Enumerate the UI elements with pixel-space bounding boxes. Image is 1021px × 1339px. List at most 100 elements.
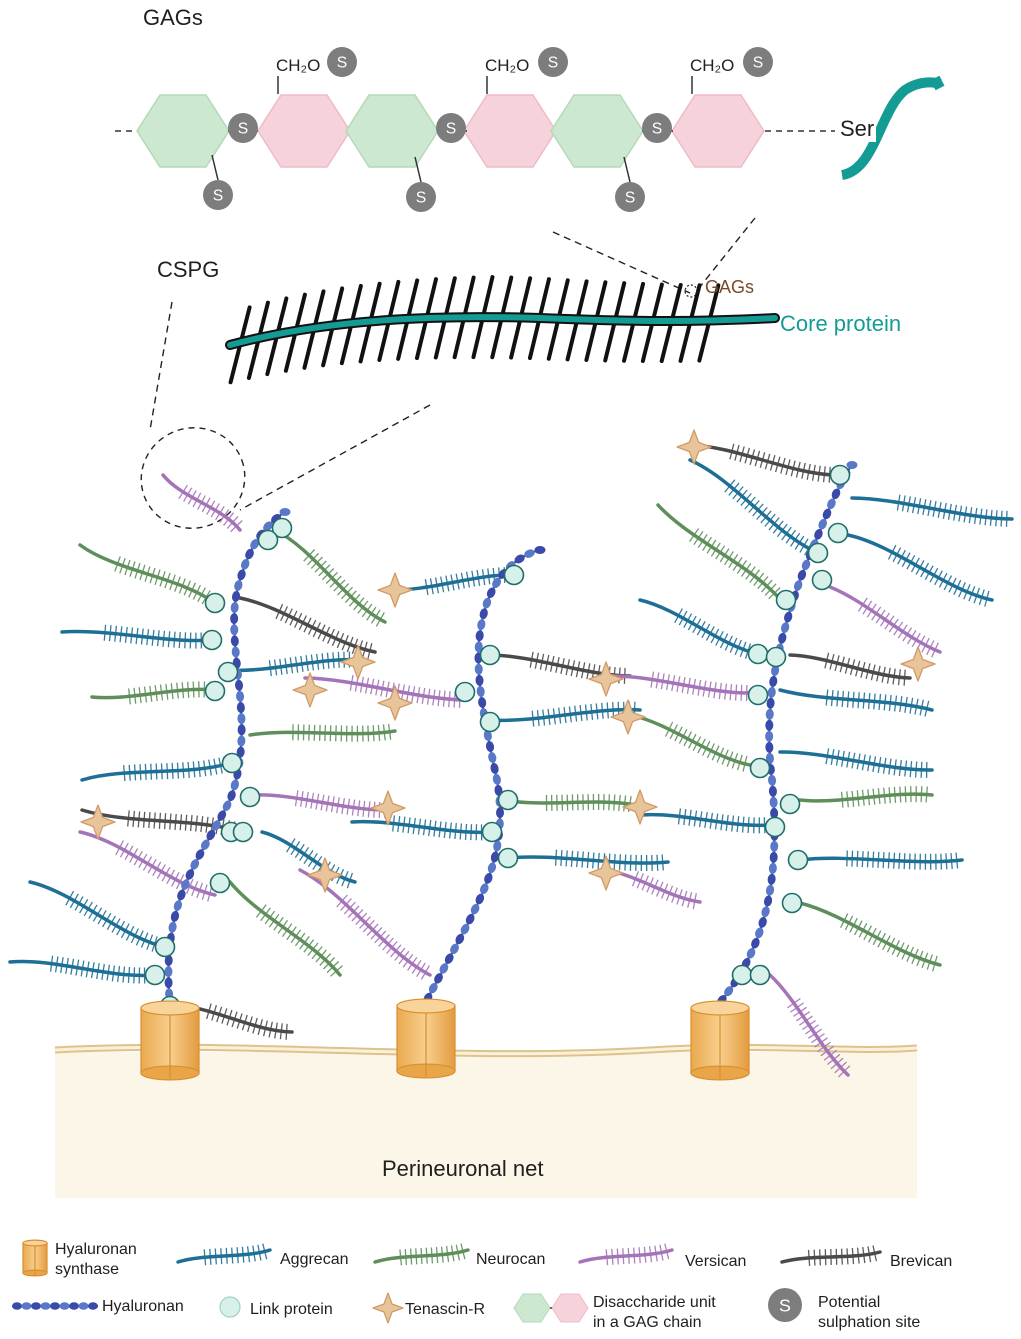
link-protein [749, 757, 771, 779]
link-protein [257, 529, 279, 551]
glucuronic-hexagon [136, 94, 230, 168]
disaccharide-hexagons [136, 94, 765, 168]
glucuronic-hexagon [550, 94, 644, 168]
neurocan [78, 543, 217, 608]
brevican [238, 596, 377, 659]
brevican [688, 443, 837, 483]
link-protein [807, 542, 829, 564]
sulfate-group: S [327, 47, 357, 77]
aggrecan [8, 955, 157, 984]
tenascin-r [340, 644, 376, 680]
sulfate-group: S [743, 47, 773, 77]
gag-chain-panel: S S S S S S S CH₂O S CH₂O S CH₂O [115, 47, 945, 212]
link-protein [481, 821, 503, 843]
hyaluronan-synthase [140, 1000, 200, 1081]
neurocan [228, 880, 343, 977]
versican [78, 830, 217, 902]
link-protein [201, 629, 223, 651]
gag-title: GAGs [143, 5, 203, 30]
tenascin-r [610, 699, 646, 735]
link-protein [827, 522, 849, 544]
cspg-zoom-ellipse [140, 427, 246, 529]
zoom-line-cspg-a [149, 301, 173, 431]
legend-brevican-icon [780, 1245, 882, 1266]
legend-tenascin-icon [372, 1292, 404, 1324]
tenascin-r [676, 429, 712, 465]
sulfate-bond [211, 154, 219, 181]
versican [298, 868, 432, 980]
cspg-panel [225, 275, 780, 385]
hyaluronan-strand-left [164, 508, 291, 1011]
link-protein [781, 892, 803, 914]
sulfate-group: S [436, 113, 466, 143]
legend-sulphation-icon: S [768, 1288, 802, 1322]
link-protein [154, 936, 176, 958]
link-protein [454, 681, 476, 703]
svg-text:S: S [548, 55, 559, 72]
aggrecan [778, 688, 934, 717]
legend: S [12, 1239, 882, 1324]
core-protein-fill [227, 314, 778, 348]
link-protein [765, 646, 787, 668]
aggrecan [798, 850, 964, 870]
gags-label-small: GAGs [705, 277, 755, 297]
svg-text:S: S [625, 190, 636, 207]
ch2o-label: CH₂O [485, 56, 529, 75]
link-protein [731, 964, 753, 986]
legend-neurocan: Neurocan [476, 1251, 546, 1268]
aggrecan [350, 815, 494, 841]
zoom-line-cspg-b [239, 404, 431, 511]
link-protein [775, 589, 797, 611]
legend-link-protein: Link protein [250, 1301, 333, 1318]
link-protein [497, 789, 519, 811]
sulfate-group: S [642, 113, 672, 143]
link-protein [479, 644, 501, 666]
serine-core-strand [840, 77, 942, 180]
link-protein [747, 643, 769, 665]
neurocan [798, 901, 942, 972]
tenascin-r [588, 661, 624, 697]
svg-text:S: S [337, 55, 348, 72]
legend-hex-pink-icon [551, 1293, 589, 1323]
sulfate-group: S [203, 180, 233, 210]
legend-aggrecan: Aggrecan [280, 1251, 349, 1268]
aggrecan [226, 651, 362, 677]
link-protein [503, 564, 525, 586]
link-protein [232, 821, 254, 843]
aggrecan [60, 624, 214, 649]
aggrecan [688, 458, 820, 559]
sulfate-bond [414, 156, 422, 183]
net-label: Perineuronal net [382, 1156, 544, 1181]
tenascin-r [900, 646, 936, 682]
core-protein-label: Core protein [780, 311, 902, 336]
link-protein [779, 793, 801, 815]
link-protein [747, 684, 769, 706]
tenascin-r-molecules [80, 429, 936, 893]
legend-hex-green-icon [513, 1293, 551, 1323]
svg-text:S: S [446, 121, 457, 138]
svg-text:S: S [779, 1295, 791, 1315]
neurocan [628, 713, 752, 772]
link-protein [204, 680, 226, 702]
legend-versican: Versican [685, 1253, 747, 1270]
ch2o-label: CH₂O [690, 56, 734, 75]
link-protein [764, 816, 786, 838]
svg-text:S: S [416, 190, 427, 207]
neurocan [248, 723, 397, 742]
link-protein [497, 847, 519, 869]
aggrecan [850, 494, 1014, 527]
zoom-line-gag-left [552, 231, 691, 294]
aggrecan [28, 880, 167, 954]
cspg-title: CSPG [157, 257, 220, 282]
legend-hyaluronan-icon [12, 1302, 98, 1310]
aggrecan [846, 533, 994, 607]
legend-link-protein-icon [219, 1296, 241, 1318]
hyaluronan-synthase [690, 1000, 750, 1081]
ch2o-label: CH₂O [276, 56, 320, 75]
gag-attachment-marker [684, 284, 698, 298]
tenascin-r [370, 790, 406, 826]
sulfate-group: S [228, 113, 258, 143]
svg-text:S: S [652, 121, 663, 138]
link-proteins [144, 464, 851, 1017]
